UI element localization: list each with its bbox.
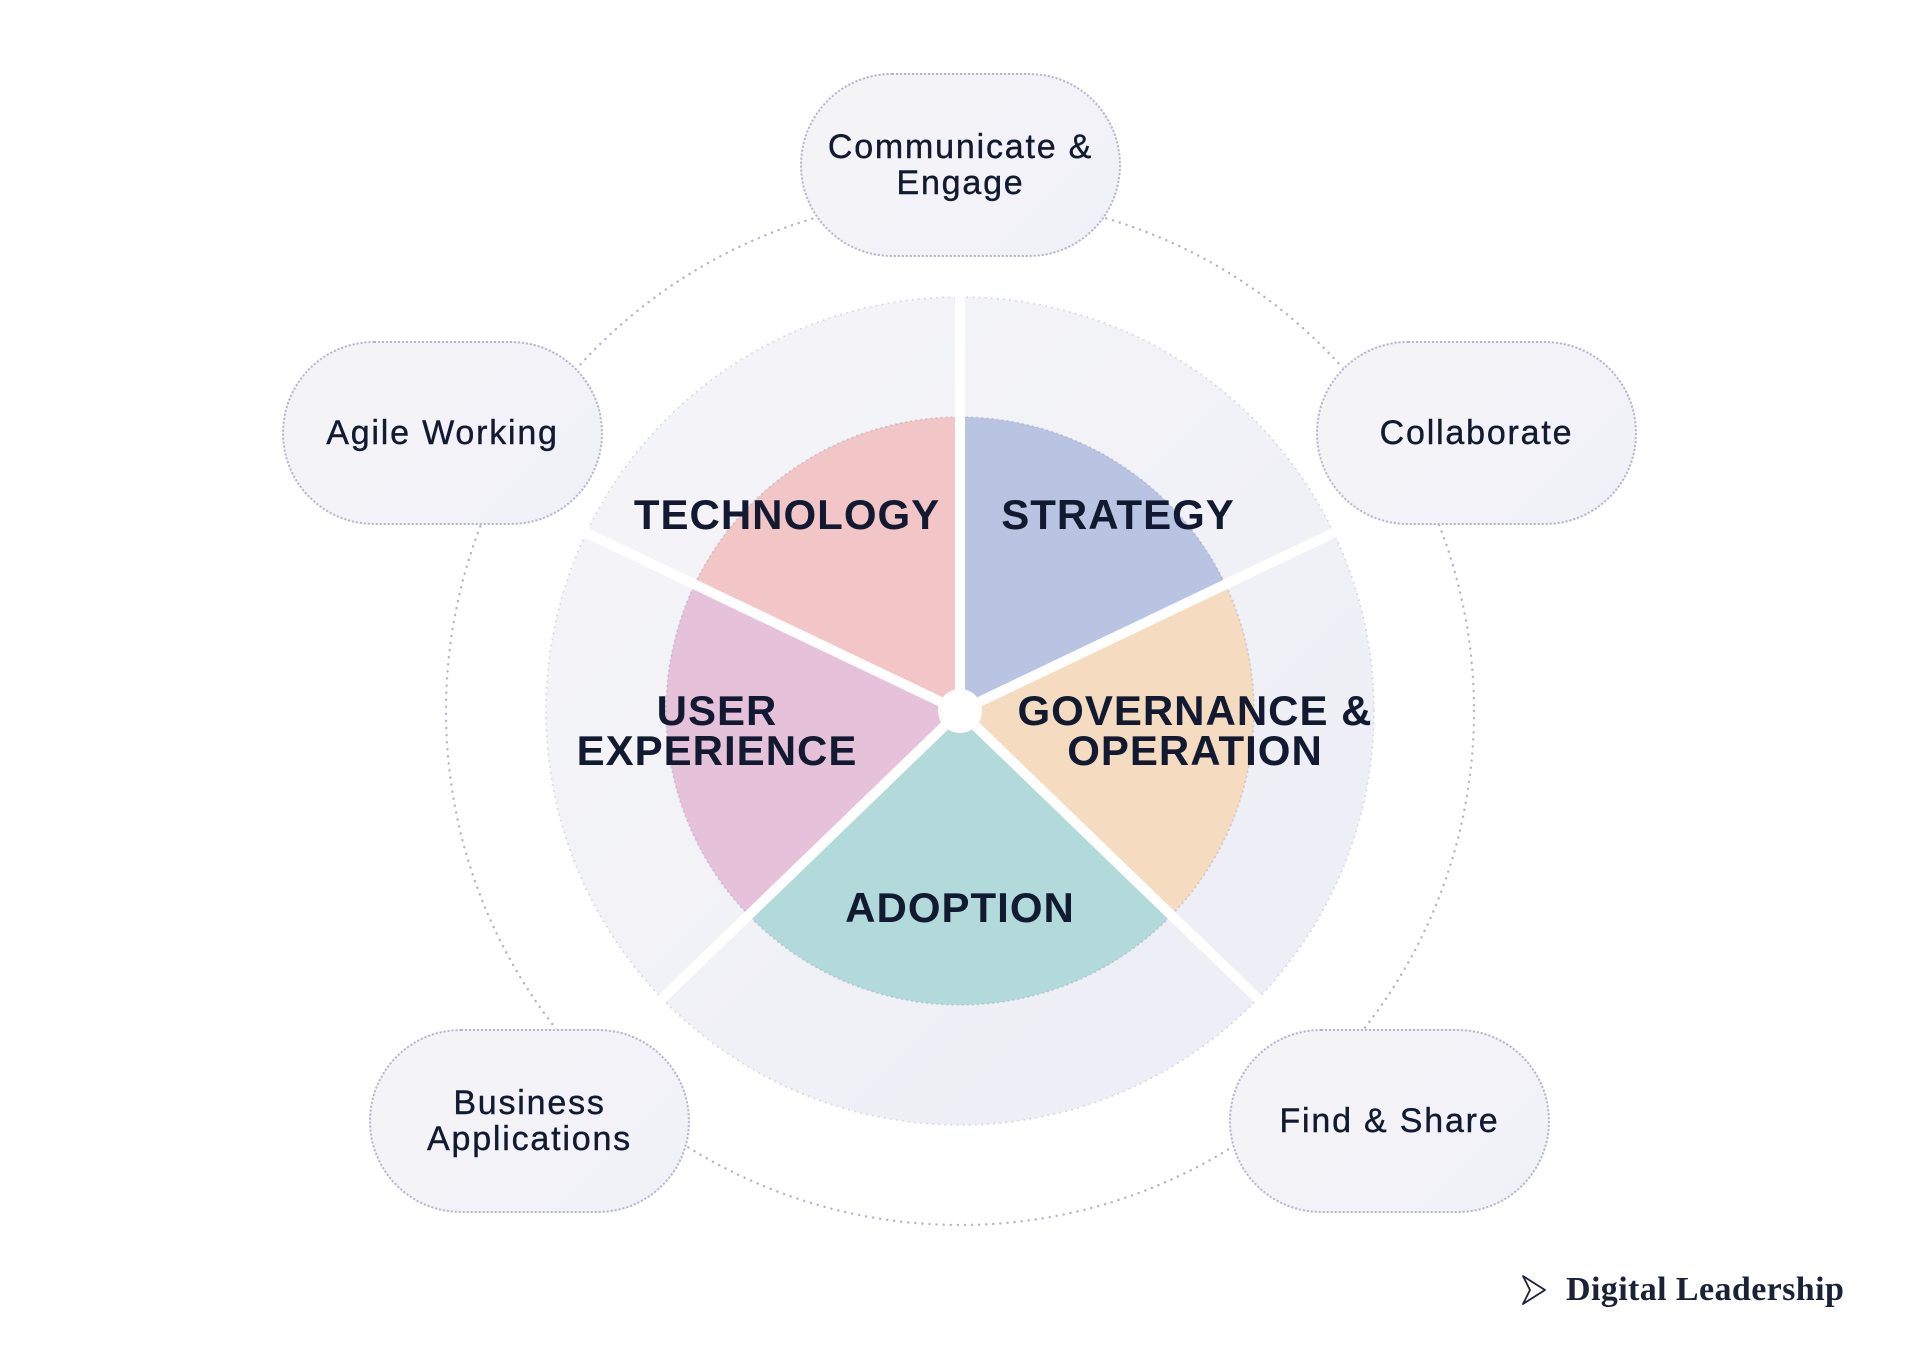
segment-label-line: STRATEGY [1001,491,1235,538]
segment-technology [694,417,960,711]
center-hub [938,689,982,733]
node-label-line: Collaborate [1379,414,1574,452]
chevron-right-outline-icon [1522,1275,1546,1305]
brand-logo: Digital Leadership [1520,1270,1844,1310]
segment-dividers [578,291,1342,1007]
segment-label-governance-operation: GOVERNANCE & OPERATION [1017,687,1373,774]
segment-label-line: OPERATION [1067,727,1323,774]
segment-label-adoption: ADOPTION [845,884,1075,931]
divider-line [956,707,1266,1007]
node-label-line: Agile Working [326,414,559,452]
node-label-line: Business [453,1084,606,1122]
segment-label-line: EXPERIENCE [576,727,858,774]
segment-label-line: USER [656,687,778,734]
node-label-line: Find & Share [1279,1102,1500,1140]
middle-ring-outline [545,296,1375,1126]
divider-line [957,525,1342,716]
node-agile-working: Agile Working [282,341,603,525]
node-label-line: Engage [896,164,1025,202]
divider-line [654,707,964,1007]
node-business-applications: Business Applications [369,1029,690,1213]
node-label-line: Communicate & [827,128,1094,166]
brand-name: Digital Leadership [1566,1271,1845,1308]
node-label-line: Applications [427,1120,632,1158]
node-collaborate: Collaborate [1316,341,1637,525]
segment-label-strategy: STRATEGY [1001,491,1235,538]
segment-user-experience [665,584,960,916]
node-communicate-engage: Communicate & Engage [800,73,1121,257]
segment-adoption [748,711,1172,1005]
core-pie-outline [665,416,1255,1006]
divider-line [578,525,963,716]
segment-label-line: TECHNOLOGY [633,491,941,538]
node-find-share: Find & Share [1229,1029,1550,1213]
segment-governance-operation [960,584,1255,916]
segment-label-line: ADOPTION [845,884,1075,931]
segment-label-technology: TECHNOLOGY [633,491,941,538]
segment-label-user-experience: USER EXPERIENCE [576,687,858,774]
segment-label-line: GOVERNANCE & [1017,687,1373,734]
segment-strategy [960,417,1226,711]
